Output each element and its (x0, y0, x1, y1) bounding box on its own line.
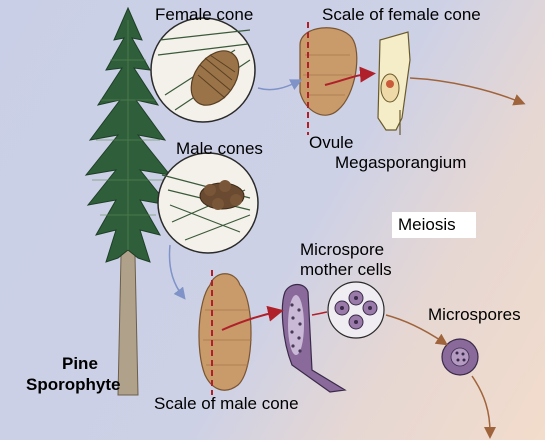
arrow-cells-to-microspore (385, 314, 448, 346)
megasporangium-section (377, 31, 411, 135)
label-male-cones: Male cones (176, 139, 263, 158)
arrow-microspore-down (471, 375, 496, 439)
arrow-microsporangium-to-cells (311, 311, 328, 316)
arrow-to-megasporangium (324, 66, 376, 86)
label-scale-male-cone: Scale of male cone (154, 394, 299, 413)
female-cone-circle (150, 17, 256, 123)
microspore (441, 338, 479, 376)
label-scale-female-cone: Scale of female cone (322, 5, 481, 24)
pine-tree (84, 6, 172, 396)
arrow-megasporangium-out (409, 77, 526, 106)
male-cones-circle (157, 152, 259, 254)
label-female-cone: Female cone (155, 5, 254, 24)
meiosis-label-box (392, 212, 476, 238)
label-meiosis: Meiosis (398, 215, 456, 234)
label-microspores: Microspores (428, 305, 521, 324)
arrow-male-to-scale (168, 244, 186, 300)
arrow-female-to-scale (257, 79, 303, 91)
label-ovule: Ovule (309, 133, 354, 152)
microsporangium-section (281, 283, 347, 393)
label-microspore-mother-2: mother cells (300, 260, 392, 279)
label-sporophyte: Sporophyte (26, 375, 121, 394)
microspore-mother-cells (327, 281, 385, 339)
label-pine: Pine (62, 354, 98, 373)
arrow-scale-to-microsporangium (221, 305, 284, 331)
label-microspore-mother-1: Microspore (300, 240, 385, 259)
label-megasporangium: Megasporangium (335, 153, 467, 172)
male-cone-scale (198, 273, 252, 391)
female-cone-scale (299, 27, 358, 116)
